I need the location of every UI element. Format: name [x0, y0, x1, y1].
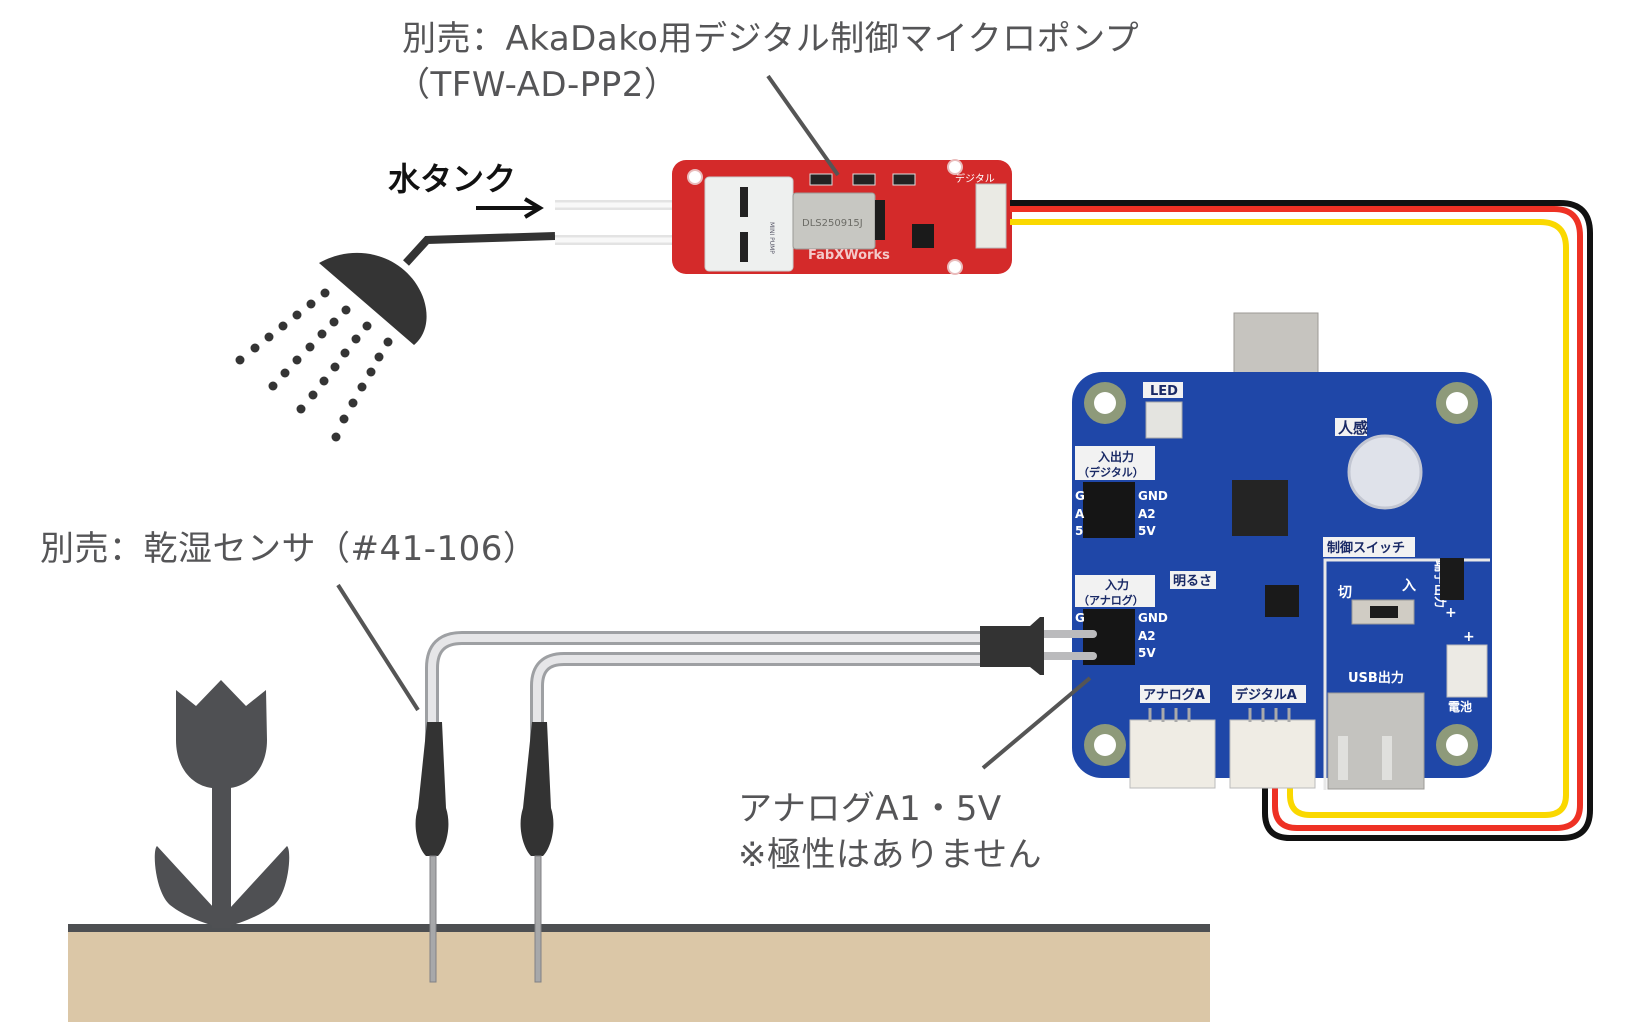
pin-label: A — [1075, 507, 1085, 521]
wire-black — [1010, 200, 1593, 841]
sensor-plug — [980, 617, 1044, 675]
analog-note-line2: ※極性はありません — [738, 835, 1042, 875]
wire-yellow — [1010, 219, 1569, 818]
sensor-label: 別売：乾湿センサ（#41-106） — [40, 529, 538, 569]
pin-label: 5V — [1138, 646, 1156, 660]
shower-head-icon — [235, 232, 556, 442]
digital-io-socket — [1083, 482, 1135, 538]
switch-off-label: 切 — [1338, 585, 1352, 601]
digital-io-label-2: （デジタル） — [1078, 465, 1144, 479]
pump-label-line2: （TFW-AD-PP2） — [396, 65, 679, 105]
pump-label-line1: 別売：AkaDako用デジタル制御マイクロポンプ — [402, 19, 1140, 59]
pin-label: 5V — [1138, 524, 1156, 538]
probe-handle-right — [520, 722, 554, 856]
usb-out-label: USB出力 — [1348, 670, 1404, 686]
plus-label: + — [1463, 629, 1475, 645]
switch-on-label: 入 — [1402, 578, 1416, 594]
pir-label: 人感 — [1338, 419, 1368, 437]
led-label: LED — [1150, 384, 1178, 399]
sensor-callout-line — [336, 583, 420, 712]
pump-tubes — [555, 200, 690, 245]
pin-label: 5 — [1075, 524, 1083, 538]
pump-text: MINI PUMP — [768, 222, 775, 254]
pin-label: GND — [1138, 489, 1168, 503]
water-tank-label: 水タンク — [388, 160, 517, 198]
pin-label: G — [1075, 489, 1085, 503]
probe-pin-right — [534, 855, 542, 983]
ground-line — [68, 924, 1210, 932]
pin-label: GND — [1138, 611, 1168, 625]
pin-label: G — [1075, 611, 1085, 625]
digital-a-label: デジタルA — [1235, 687, 1297, 703]
battery-connector — [1446, 644, 1488, 698]
brand-label: FabXWorks — [808, 248, 890, 263]
plus-label: + — [1445, 605, 1457, 621]
analog-in-label-2: （アナログ） — [1078, 593, 1144, 607]
akadako-board: LED 人感 入出力 （デジタル） G A 5 GND A2 5V 入力 （アナ… — [1072, 312, 1492, 790]
analog-in-label-1: 入力 — [1105, 577, 1129, 592]
tulip-icon — [154, 680, 290, 928]
digital-a-connector — [1229, 719, 1316, 789]
micro-pump-board: MINI PUMP DLS250915J デジタル FabXWorks — [672, 159, 1012, 275]
battery-label: 電池 — [1448, 699, 1472, 714]
wire-red — [1010, 206, 1583, 831]
analog-note-line1: アナログA1・5V — [738, 789, 1002, 829]
probe-handle-left — [415, 722, 449, 856]
pin-label: A2 — [1138, 629, 1156, 643]
brightness-label: 明るさ — [1173, 574, 1212, 589]
analog-a-connector — [1129, 719, 1216, 789]
arrow-right-icon — [476, 197, 544, 219]
pump-connector-label: デジタル — [955, 172, 995, 185]
soil — [68, 930, 1210, 1022]
pin-label: A2 — [1138, 507, 1156, 521]
control-switch-label: 制御スイッチ — [1327, 540, 1405, 556]
signal-cable — [1010, 200, 1593, 841]
analog-callout-line — [981, 676, 1092, 770]
analog-a-label: アナログA — [1143, 687, 1205, 703]
soil-sensor — [425, 630, 1097, 747]
probe-pin-left — [429, 855, 437, 983]
pump-callout-line — [766, 74, 840, 177]
motor-text: DLS250915J — [802, 218, 863, 229]
digital-io-label-1: 入出力 — [1098, 449, 1134, 464]
